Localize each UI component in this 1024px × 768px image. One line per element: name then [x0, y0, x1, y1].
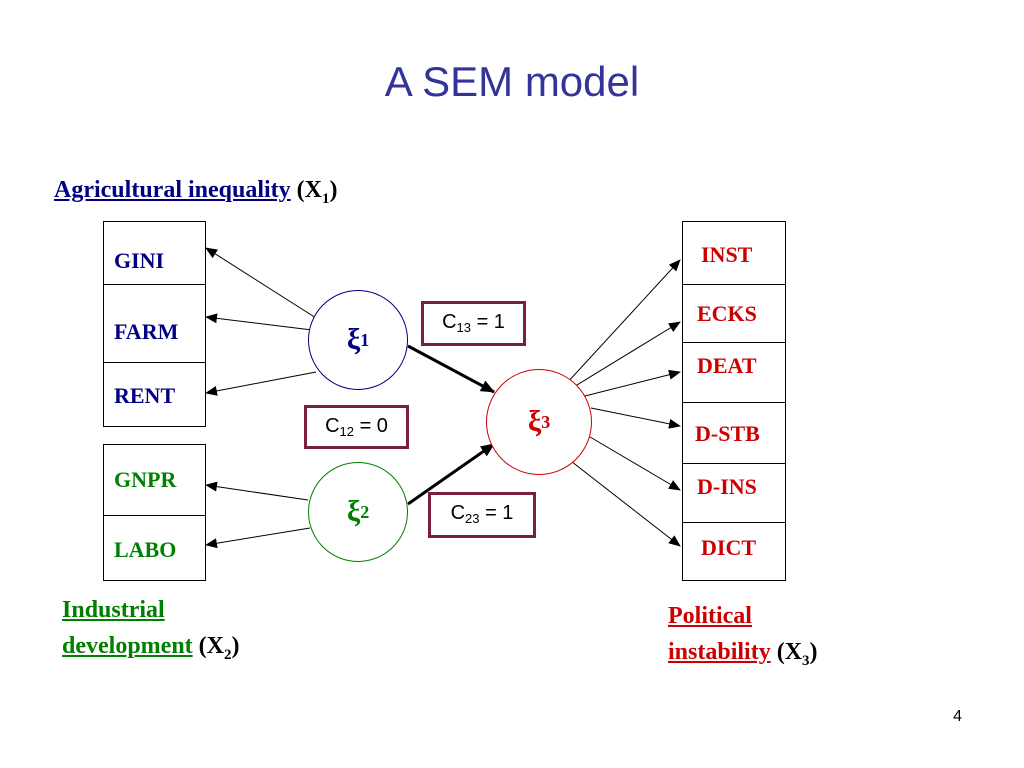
indicator-dict: DICT — [683, 522, 785, 580]
arrow-xi1-xi3 — [407, 344, 495, 394]
group-var-x3: X — [784, 639, 803, 665]
latent-sub: 2 — [360, 501, 370, 522]
indicator-label: FARM — [114, 319, 179, 344]
latent-sub: 3 — [541, 411, 551, 432]
indicator-dstb: D-STB — [683, 402, 785, 463]
group-name-x2-line2: development — [62, 633, 193, 659]
arrow-xi2-xi3 — [407, 442, 495, 506]
indicator-box-x3: INST ECKS DEAT D-STB D-INS DICT — [682, 221, 786, 581]
arrow-xi2-gnpr — [205, 481, 309, 501]
indicator-label: GNPR — [114, 467, 177, 492]
indicator-rent: RENT — [104, 362, 205, 426]
arrow-xi1-farm — [205, 313, 313, 331]
indicator-labo: LABO — [104, 515, 205, 580]
group-sub-x2: 2 — [224, 646, 232, 663]
coef-value: = 1 — [485, 502, 514, 524]
indicator-label: DICT — [701, 535, 757, 560]
arrow-xi3-ecks — [571, 321, 681, 389]
coef-label: C — [325, 415, 340, 437]
indicator-label: DEAT — [697, 353, 757, 378]
latent-symbol: ξ — [527, 405, 542, 438]
indicator-box-x2: GNPR LABO — [103, 444, 206, 581]
group-var-x2: X — [206, 633, 224, 659]
coef-value: = 0 — [359, 415, 388, 437]
group-name-x1: Agricultural inequality — [54, 177, 291, 203]
indicator-dins: D-INS — [683, 463, 785, 522]
group-label-x2: Industrial development (X2) — [62, 597, 240, 663]
indicator-deat: DEAT — [683, 342, 785, 402]
arrow-xi1-gini — [205, 247, 317, 319]
group-name-x3-line1: Political — [668, 603, 752, 629]
group-sub-x3: 3 — [802, 652, 810, 669]
coef-sub: 13 — [456, 320, 471, 335]
coef-label: C — [450, 502, 466, 524]
indicator-inst: INST — [683, 222, 785, 284]
indicator-label: D-INS — [697, 474, 757, 499]
indicator-label: LABO — [114, 537, 177, 562]
indicator-label: D-STB — [695, 421, 760, 446]
indicator-farm: FARM — [104, 284, 205, 362]
arrow-xi3-inst — [565, 259, 681, 385]
group-sub-x1: 1 — [322, 190, 330, 207]
latent-sub: 1 — [360, 329, 370, 350]
arrow-xi3-dstb — [590, 407, 681, 429]
arrow-xi3-dict — [566, 457, 681, 547]
coefficient-c12: C12 = 0 — [304, 405, 409, 449]
page-number: 4 — [953, 708, 962, 725]
coefficient-c23: C23 = 1 — [428, 492, 536, 538]
indicator-label: ECKS — [697, 301, 757, 326]
group-name-x2-line1: Industrial — [62, 597, 165, 623]
indicator-ecks: ECKS — [683, 284, 785, 342]
group-label-x3: Political instability (X3) — [668, 603, 818, 669]
arrow-xi3-dins — [584, 433, 681, 491]
coefficient-c13: C13 = 1 — [421, 301, 526, 346]
group-label-x1: Agricultural inequality (X1) — [54, 177, 338, 207]
group-name-x3-line2: instability — [668, 639, 771, 665]
indicator-gnpr: GNPR — [104, 445, 205, 515]
indicator-label: GINI — [114, 248, 165, 273]
coef-label: C — [442, 311, 457, 333]
indicator-label: RENT — [114, 383, 176, 408]
slide-title: A SEM model — [384, 58, 640, 105]
latent-symbol: ξ — [346, 495, 361, 528]
arrow-xi2-labo — [205, 527, 311, 549]
coef-value: = 1 — [476, 311, 505, 333]
coef-sub: 12 — [339, 424, 354, 439]
arrow-xi3-deat — [576, 369, 681, 399]
latent-symbol: ξ — [346, 323, 361, 356]
indicator-gini: GINI — [104, 222, 205, 284]
indicator-box-x1: GINI FARM RENT — [103, 221, 206, 427]
group-var-x1: X — [304, 177, 323, 203]
arrow-xi1-rent — [205, 371, 317, 396]
coef-sub: 23 — [465, 511, 480, 526]
indicator-label: INST — [701, 242, 753, 267]
